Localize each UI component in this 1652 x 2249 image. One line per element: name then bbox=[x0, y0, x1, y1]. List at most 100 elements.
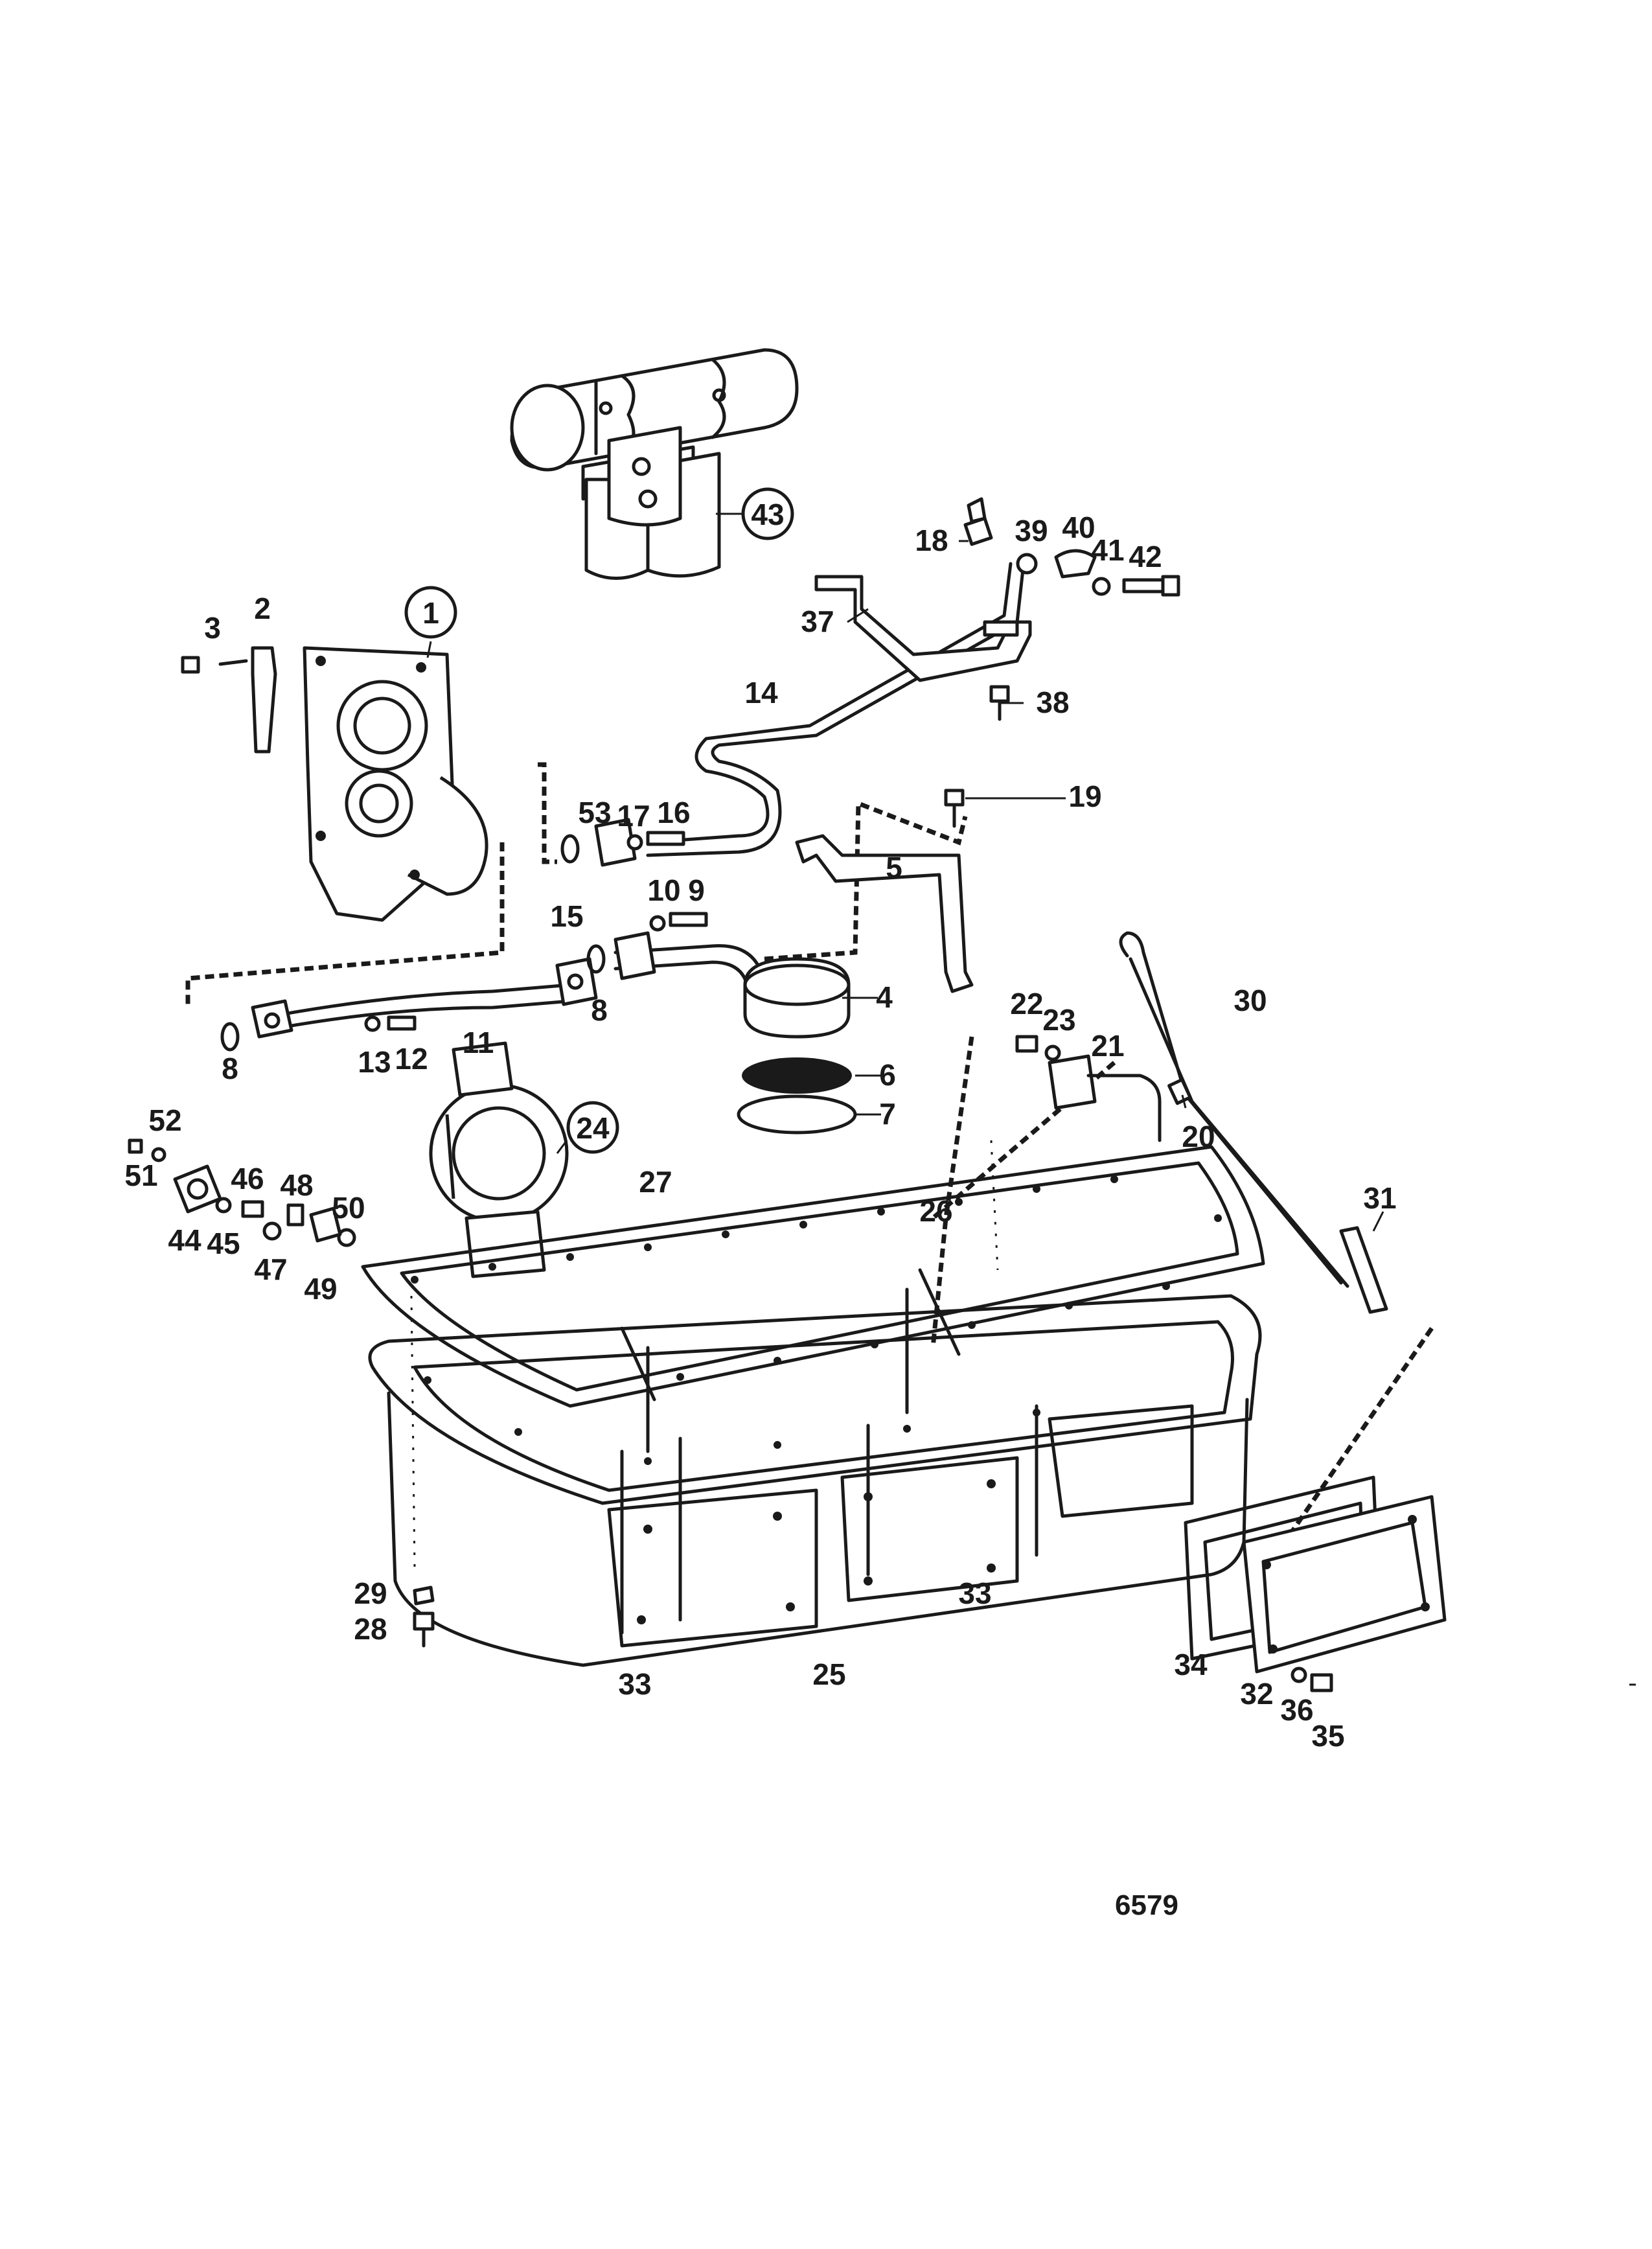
callout-1: 1 bbox=[404, 586, 457, 639]
callout-20: 20 bbox=[1182, 1120, 1215, 1153]
alignment-line-d bbox=[930, 1036, 974, 1348]
callout-50: 50 bbox=[332, 1191, 365, 1225]
callout-38: 38 bbox=[1036, 686, 1069, 719]
callout-42: 42 bbox=[1129, 540, 1162, 573]
callout-labels: 1 2 3 4 5 6 7 8 8 9 10 11 12 13 14 15 16… bbox=[124, 487, 1397, 1753]
svg-text:43: 43 bbox=[751, 498, 784, 531]
bolt-35-36 bbox=[1291, 1667, 1333, 1692]
callout-11: 11 bbox=[463, 1026, 494, 1059]
dipstick-guide-21 bbox=[1048, 1054, 1162, 1142]
dipstick-tube-31 bbox=[1339, 1226, 1388, 1314]
pipe-14 bbox=[594, 562, 1026, 867]
screw-51 bbox=[128, 1138, 143, 1154]
bolt-19 bbox=[944, 789, 965, 828]
callout-16: 16 bbox=[657, 796, 690, 829]
callout-49: 49 bbox=[304, 1272, 337, 1306]
callout-2: 2 bbox=[254, 592, 271, 625]
o-ring-15 bbox=[560, 834, 580, 864]
callout-17: 17 bbox=[617, 799, 650, 833]
oil-pipe-11 bbox=[251, 957, 598, 1039]
o-ring-8a bbox=[220, 1022, 240, 1052]
bolt-28-29 bbox=[413, 1586, 435, 1648]
callout-34: 34 bbox=[1174, 1648, 1208, 1681]
callout-43: 43 bbox=[741, 487, 794, 540]
callout-5: 5 bbox=[886, 851, 902, 884]
svg-text:1: 1 bbox=[422, 596, 439, 630]
callout-37: 37 bbox=[801, 605, 834, 638]
figure-number: 6579 bbox=[1115, 1889, 1178, 1921]
svg-text:24: 24 bbox=[576, 1111, 610, 1145]
callout-8b: 8 bbox=[591, 993, 608, 1027]
callout-31: 31 bbox=[1363, 1181, 1396, 1215]
callout-40: 40 bbox=[1062, 511, 1095, 544]
washer-52 bbox=[151, 1147, 166, 1162]
callout-10: 10 bbox=[647, 873, 680, 907]
callout-27: 27 bbox=[639, 1165, 672, 1199]
callout-35: 35 bbox=[1311, 1719, 1344, 1753]
callout-46: 46 bbox=[231, 1162, 264, 1195]
callout-48: 48 bbox=[280, 1168, 313, 1202]
callout-52: 52 bbox=[148, 1103, 181, 1137]
ring-7 bbox=[737, 1094, 857, 1135]
spring-46 bbox=[241, 1200, 264, 1218]
callout-29: 29 bbox=[354, 1576, 387, 1610]
bracket-37 bbox=[814, 575, 1032, 682]
screen-6 bbox=[742, 1057, 852, 1094]
alignment-line-e bbox=[931, 1061, 1116, 1220]
bolt-38 bbox=[989, 685, 1010, 721]
nut-18 bbox=[963, 497, 993, 546]
callout-44: 44 bbox=[168, 1223, 201, 1257]
callout-6: 6 bbox=[879, 1058, 896, 1092]
callout-51: 51 bbox=[124, 1159, 157, 1192]
alignment-line-c bbox=[764, 800, 968, 962]
callout-25: 25 bbox=[812, 1657, 845, 1691]
callout-19: 19 bbox=[1068, 779, 1101, 813]
callout-8a: 8 bbox=[222, 1052, 238, 1085]
callout-36: 36 bbox=[1280, 1693, 1313, 1727]
callout-32: 32 bbox=[1240, 1677, 1273, 1711]
oil-sump-25 bbox=[368, 1268, 1262, 1667]
callout-41: 41 bbox=[1091, 533, 1124, 567]
bolt-22-23 bbox=[1015, 1035, 1061, 1061]
fitting-44 bbox=[173, 1164, 222, 1214]
callout-23: 23 bbox=[1042, 1003, 1075, 1037]
callout-9: 9 bbox=[688, 873, 705, 907]
bolt-9-10 bbox=[649, 912, 708, 932]
callout-13: 13 bbox=[358, 1045, 391, 1079]
callout-7: 7 bbox=[879, 1097, 896, 1131]
o-ring-8b bbox=[586, 944, 606, 974]
callout-4: 4 bbox=[876, 980, 893, 1014]
callout-28: 28 bbox=[354, 1612, 387, 1646]
sleeve-48 bbox=[286, 1203, 304, 1227]
washer-45 bbox=[215, 1197, 232, 1214]
oil-strainer-4 bbox=[743, 957, 851, 1039]
gasket-27 bbox=[361, 1145, 1265, 1408]
clamp-39-40-41-42 bbox=[1016, 549, 1180, 597]
alignment-line-a bbox=[538, 762, 557, 864]
callout-26: 26 bbox=[919, 1194, 952, 1228]
callout-12: 12 bbox=[395, 1042, 428, 1076]
callout-45: 45 bbox=[207, 1227, 240, 1260]
callout-21: 21 bbox=[1091, 1029, 1124, 1063]
callout-18: 18 bbox=[915, 524, 948, 557]
bolt-16-17 bbox=[626, 831, 685, 851]
callout-30: 30 bbox=[1233, 984, 1267, 1017]
callout-24: 24 bbox=[566, 1101, 619, 1154]
bracket-5 bbox=[795, 834, 974, 993]
callout-33b: 33 bbox=[958, 1576, 991, 1610]
callout-3: 3 bbox=[204, 611, 221, 645]
oil-filter-assembly bbox=[510, 348, 799, 580]
bolt-3-and-lock-plate-2 bbox=[181, 646, 277, 754]
callout-53: 53 bbox=[578, 796, 611, 829]
cover-plate-32 bbox=[1242, 1495, 1447, 1674]
callout-33a: 33 bbox=[618, 1667, 651, 1701]
oil-pump-housing bbox=[303, 646, 488, 922]
scavenge-pump-24 bbox=[429, 1041, 569, 1278]
callout-22: 22 bbox=[1010, 987, 1043, 1021]
callout-47: 47 bbox=[254, 1252, 287, 1286]
washer-47 bbox=[262, 1221, 282, 1241]
leader-lines bbox=[426, 513, 1636, 1686]
callout-39: 39 bbox=[1015, 514, 1048, 548]
bolt-12-13 bbox=[364, 1015, 417, 1032]
